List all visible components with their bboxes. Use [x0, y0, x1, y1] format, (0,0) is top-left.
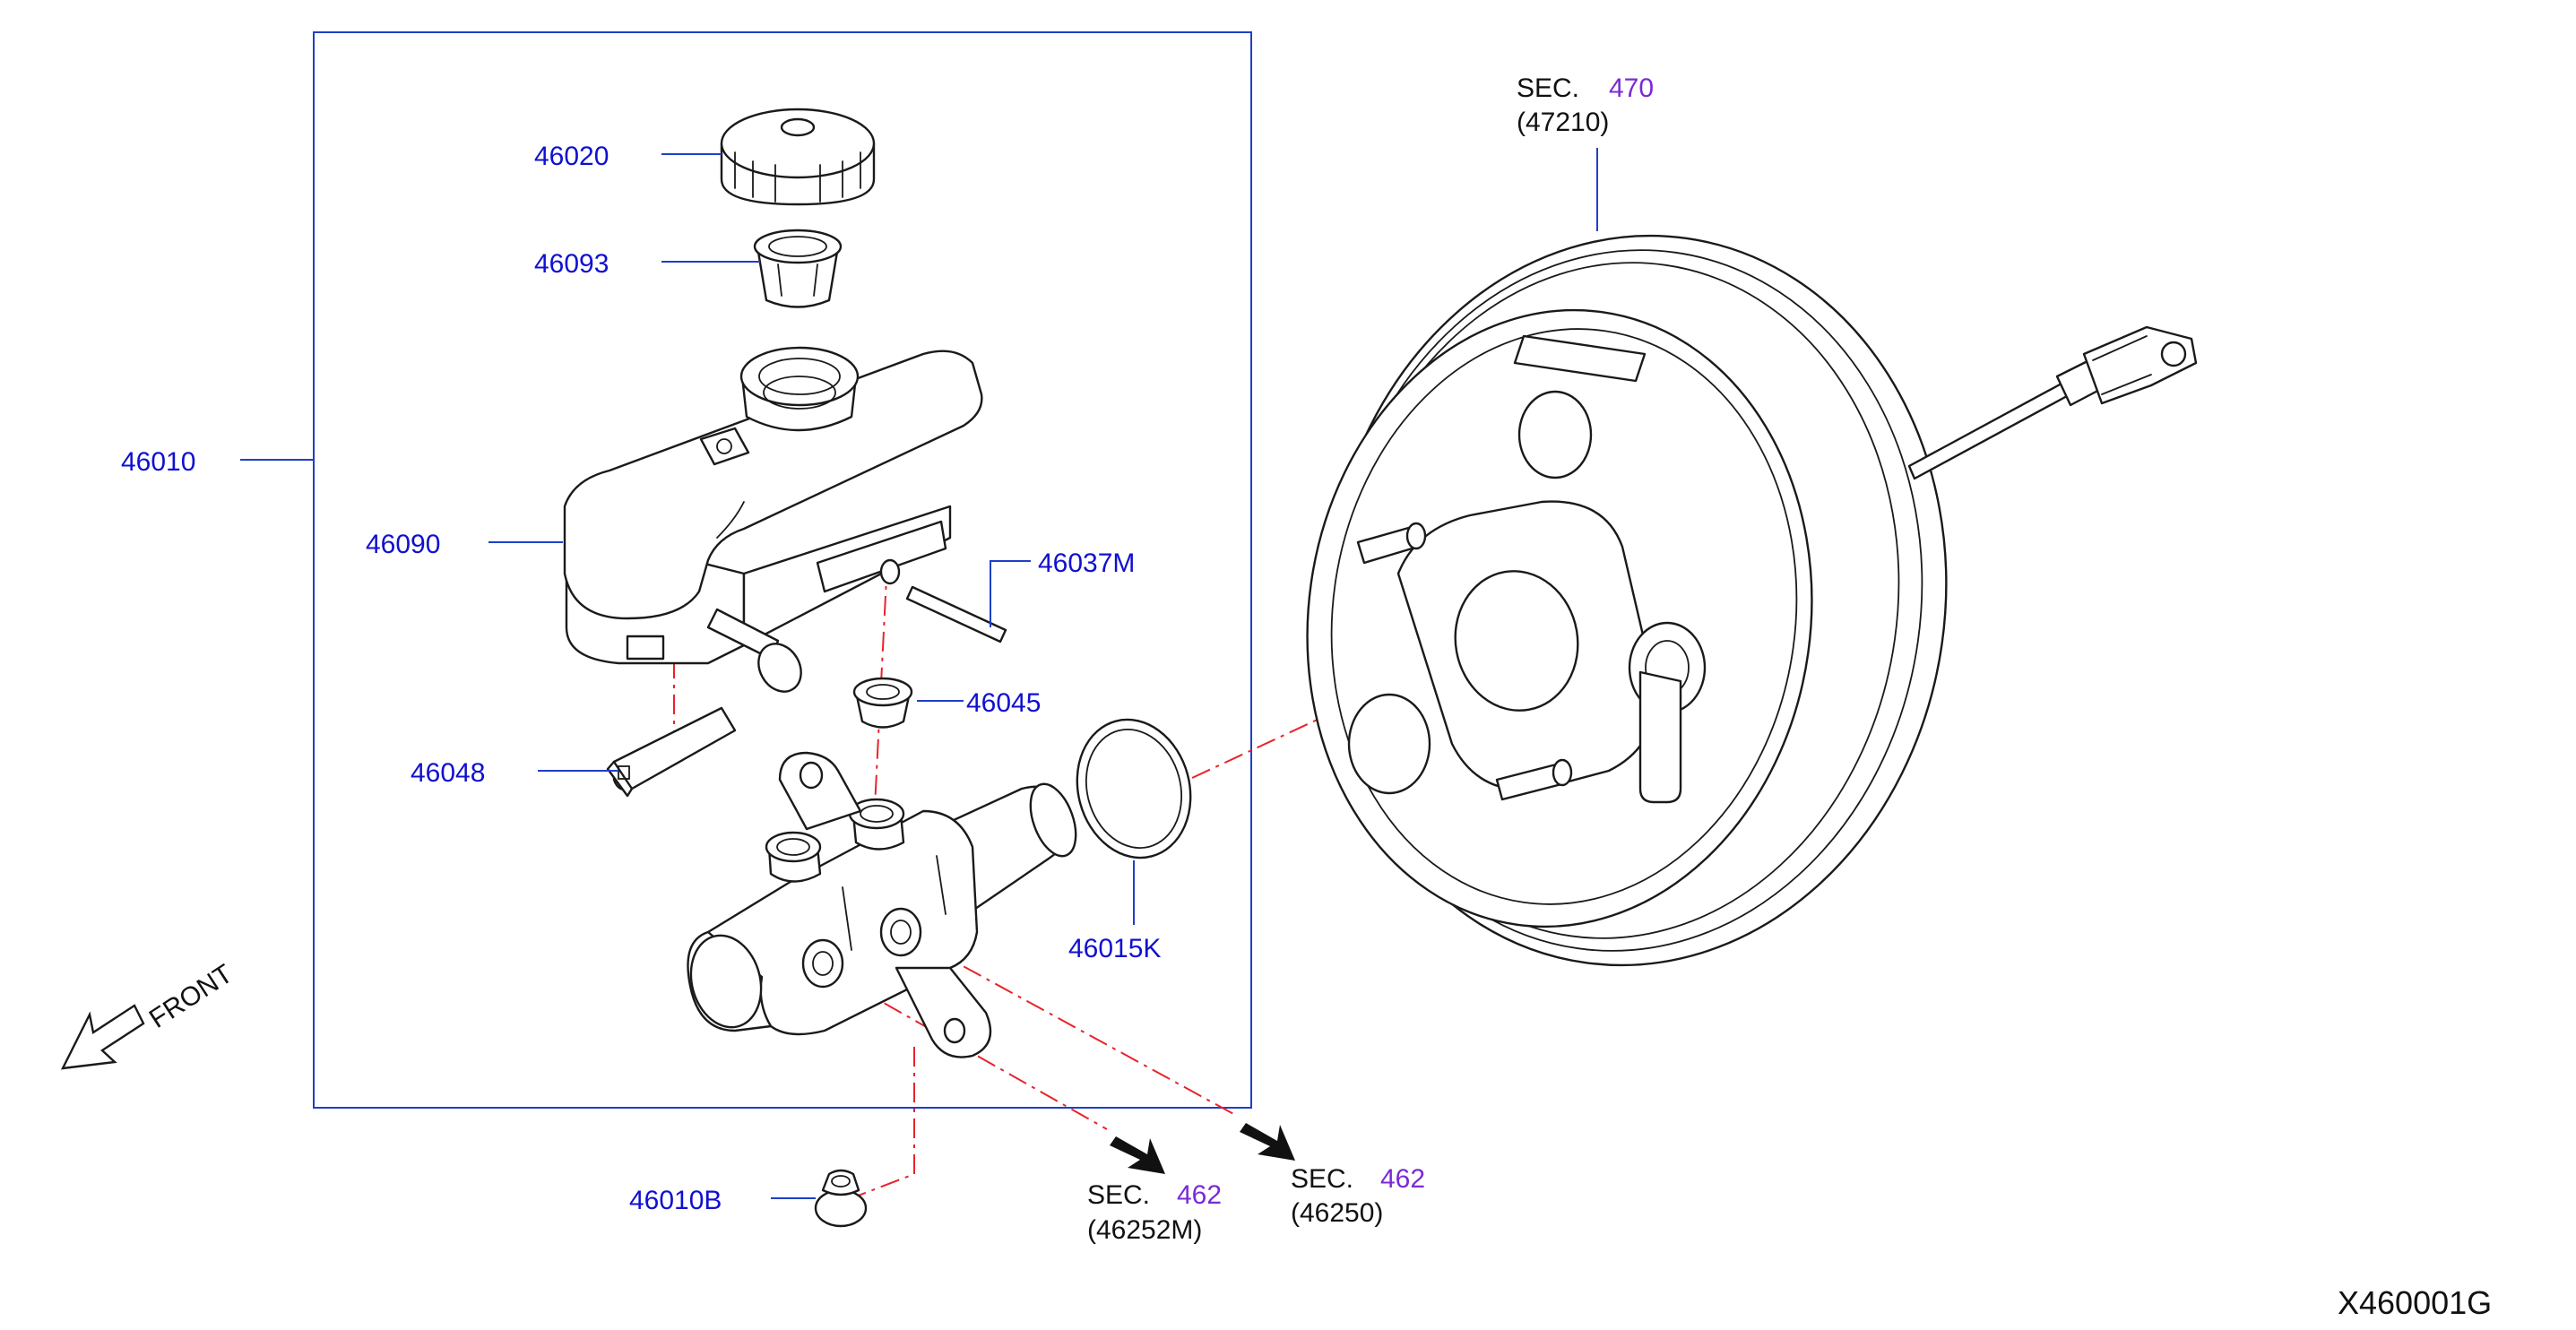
part-label-46093[interactable]: 46093	[534, 249, 609, 279]
sec-number-462-a[interactable]: 462	[1177, 1180, 1222, 1210]
diagram-code: X460001G	[2338, 1284, 2492, 1321]
part-label-46090[interactable]: 46090	[366, 530, 440, 559]
flange-nut	[814, 1169, 868, 1228]
sec-part-46250: (46250)	[1291, 1198, 1383, 1228]
sec-number-462-b[interactable]: 462	[1380, 1164, 1425, 1194]
level-switch	[606, 706, 737, 798]
leader-lines	[240, 148, 1598, 1199]
part-label-46048[interactable]: 46048	[411, 758, 485, 788]
sec-part-46252M: (46252M)	[1087, 1215, 1202, 1245]
sec-prefix: SEC.	[1087, 1180, 1150, 1210]
assembly-frame	[313, 31, 1252, 1109]
brake-booster	[1306, 234, 2198, 967]
reservoir	[563, 346, 983, 693]
master-cylinder	[687, 751, 1077, 1058]
part-label-46010[interactable]: 46010	[121, 447, 195, 477]
part-label-46020[interactable]: 46020	[534, 142, 609, 171]
reservoir-cap	[720, 108, 876, 206]
part-label-46015K[interactable]: 46015K	[1068, 934, 1161, 963]
sec-prefix: SEC.	[1291, 1164, 1353, 1194]
arrow-icon	[1110, 1136, 1165, 1174]
part-label-46045[interactable]: 46045	[966, 688, 1041, 718]
pin	[905, 585, 1007, 643]
sec-number-470[interactable]: 470	[1609, 73, 1654, 103]
sec-prefix: SEC.	[1517, 73, 1579, 103]
arrow-icon	[1240, 1123, 1295, 1161]
grommet	[852, 677, 913, 729]
part-label-46010B[interactable]: 46010B	[629, 1186, 722, 1215]
sec-part-47210: (47210)	[1517, 108, 1609, 137]
o-ring	[1076, 718, 1192, 859]
front-arrow-icon	[60, 1004, 145, 1070]
strainer	[753, 229, 843, 308]
front-label: FRONT	[144, 959, 238, 1034]
part-label-46037M[interactable]: 46037M	[1038, 548, 1135, 578]
